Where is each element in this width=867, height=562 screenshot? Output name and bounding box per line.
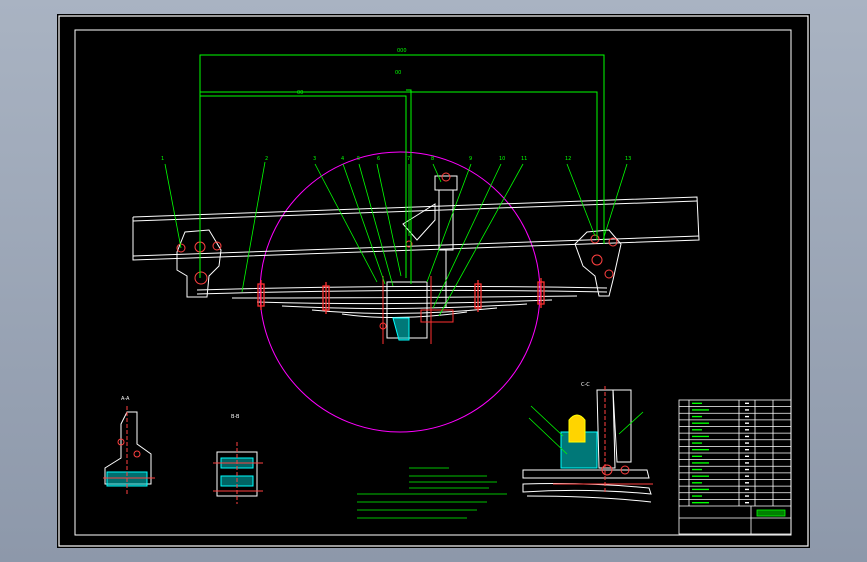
balloon-8: 8	[431, 156, 434, 162]
balloon-11: 11	[521, 156, 527, 162]
section-label-a: A-A	[121, 396, 130, 402]
frame-rail	[132, 196, 700, 261]
balloon-13: 13	[625, 156, 631, 162]
balloon-3: 3	[313, 156, 316, 162]
spring-clips	[257, 278, 545, 314]
detail-view-c: C-C	[522, 382, 653, 503]
section-label-c: C-C	[581, 382, 590, 388]
inner-frame	[74, 29, 792, 536]
balloon-labels: 1 2 3 4 5 6 7 8 9 10 11 12 13	[161, 156, 631, 162]
detail-leaders	[528, 405, 644, 455]
leader-lines	[164, 161, 628, 317]
dimension-lines	[199, 54, 605, 284]
section-view-a: A-A	[103, 396, 155, 494]
section-view-b: B-B	[213, 414, 263, 504]
bom-text-marks	[692, 402, 749, 504]
outer-frame	[58, 15, 809, 547]
front-hanger	[176, 229, 222, 298]
balloon-5: 5	[357, 156, 360, 162]
balloon-1: 1	[161, 156, 164, 162]
balloon-6: 6	[377, 156, 380, 162]
technical-notes	[357, 467, 507, 519]
bom-row-lines	[679, 406, 791, 500]
dim-label-2: 00	[395, 70, 401, 76]
dim-label-3: 00	[297, 90, 303, 96]
dim-label-1: 000	[397, 48, 407, 54]
balloon-7: 7	[407, 156, 410, 162]
balloon-10: 10	[499, 156, 505, 162]
dimension-text: 000 00 00	[297, 48, 407, 96]
balloon-4: 4	[341, 156, 344, 162]
rear-shackle	[574, 229, 622, 297]
center-clamp	[379, 276, 454, 344]
cad-drawing-sheet: 000 00 00 1 2 3 4 5 6 7 8 9 10 11 12 13 …	[57, 14, 810, 548]
balloon-9: 9	[469, 156, 472, 162]
section-label-b: B-B	[231, 414, 240, 420]
bill-of-materials	[678, 399, 792, 535]
balloon-2: 2	[265, 156, 268, 162]
balloon-12: 12	[565, 156, 571, 162]
drawing-canvas: 000 00 00 1 2 3 4 5 6 7 8 9 10 11 12 13 …	[58, 15, 809, 547]
shock-absorber	[402, 172, 458, 308]
